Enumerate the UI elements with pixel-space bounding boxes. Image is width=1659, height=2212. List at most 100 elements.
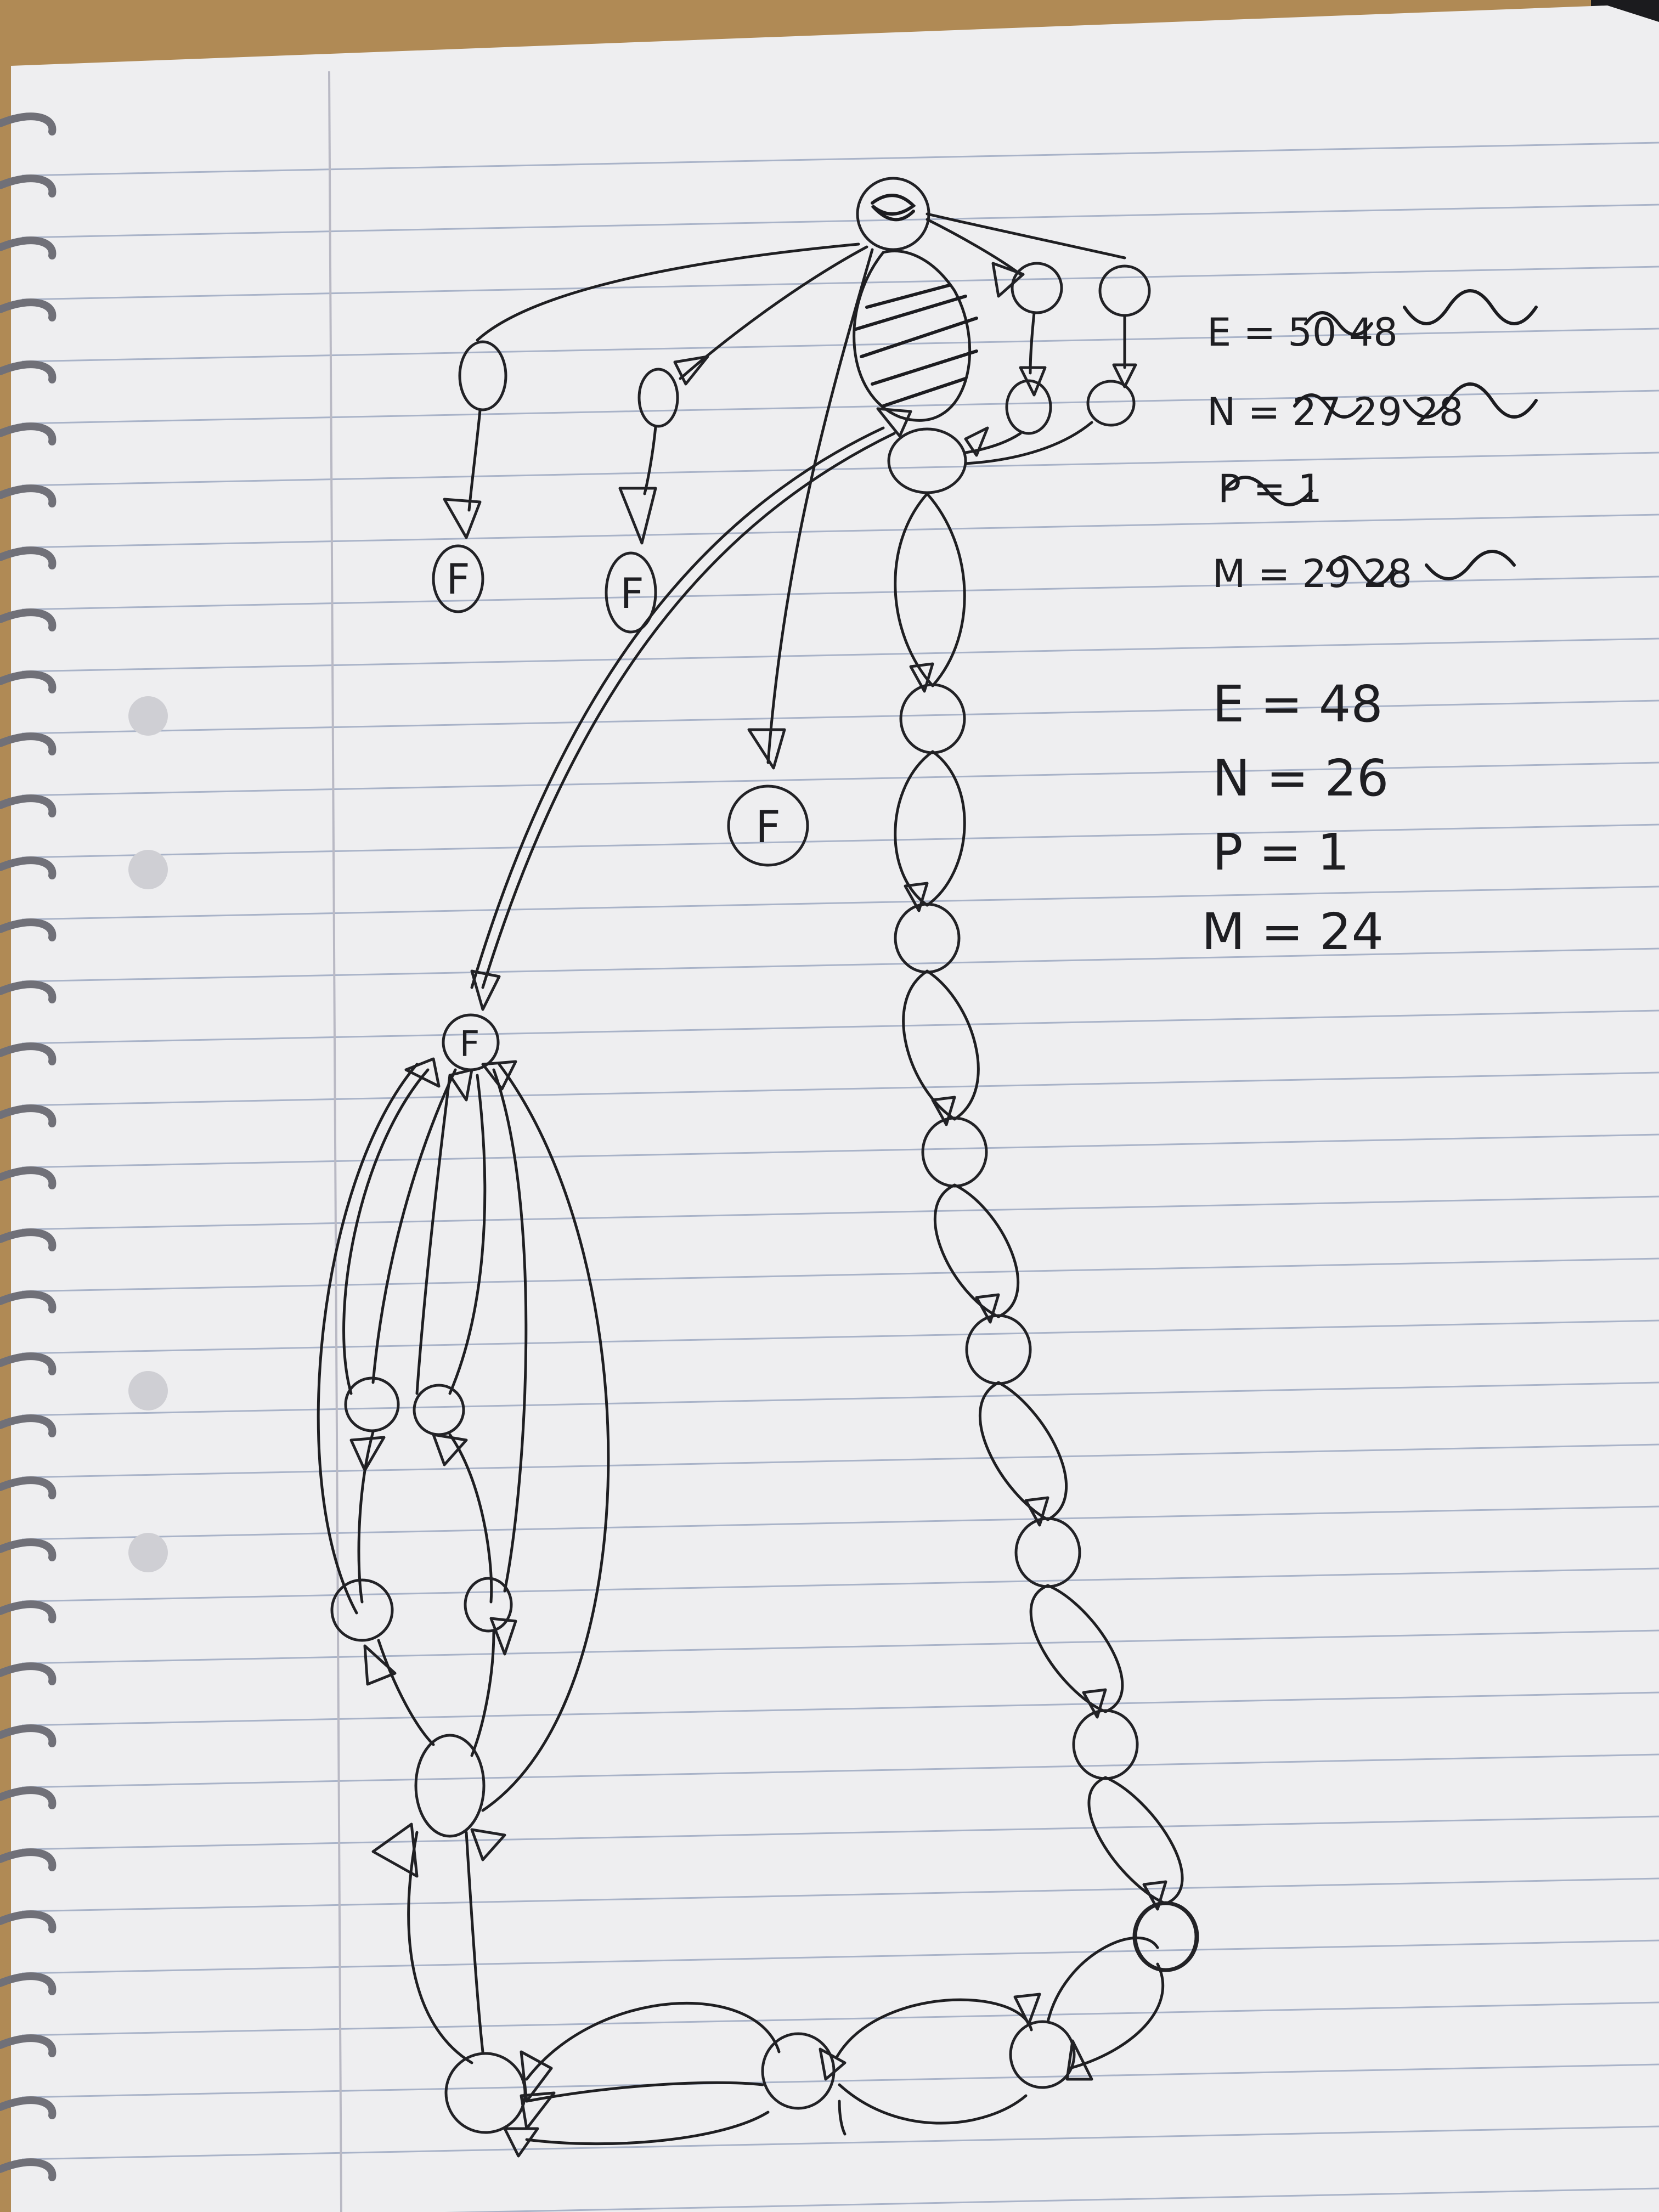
ruled-line — [21, 452, 1659, 487]
loop-edge — [953, 1183, 1020, 1318]
ruled-line — [21, 2063, 1659, 2098]
arrow-head — [481, 1060, 517, 1091]
spiral-coil — [0, 1600, 57, 1623]
arrow-head — [904, 882, 929, 912]
node-label: F — [460, 1024, 480, 1065]
node-label: F — [446, 555, 470, 603]
ruled-line — [21, 1071, 1659, 1107]
ruled-line — [21, 390, 1659, 425]
loop-edge — [894, 492, 934, 687]
node — [637, 368, 679, 428]
margin-line — [328, 71, 342, 2212]
ruled-lines — [21, 142, 1659, 2212]
edge — [926, 212, 1126, 259]
edge — [467, 409, 482, 512]
node-label: F — [755, 802, 781, 853]
arrow-head — [1142, 1880, 1167, 1911]
arrow-head — [618, 487, 657, 545]
spiral-coil — [0, 1662, 57, 1685]
spiral-coil — [0, 1972, 57, 1995]
arrow-head — [470, 969, 501, 1011]
ruled-line — [21, 328, 1659, 363]
node — [1134, 1902, 1198, 1971]
spiral-coil — [0, 2034, 57, 2057]
edge — [481, 1063, 610, 1812]
arrow-head — [975, 1293, 1000, 1324]
spiral-coil — [0, 670, 57, 693]
spiral-coil — [0, 546, 57, 569]
spiral-coil — [0, 1104, 57, 1127]
node-label: F — [620, 569, 644, 618]
edge — [835, 1998, 1033, 2059]
ruled-line — [21, 266, 1659, 301]
ruled-line — [21, 1815, 1659, 1850]
spiral-coil — [0, 918, 57, 941]
loop-edge — [926, 969, 980, 1121]
edge — [407, 1831, 473, 2064]
spiral-coil — [0, 1910, 57, 1933]
spiral-coil — [0, 112, 57, 136]
ruled-line — [21, 1009, 1659, 1045]
arrow-head — [747, 728, 786, 770]
punch-hole — [128, 850, 168, 889]
edge — [525, 2081, 764, 2103]
node — [414, 1734, 486, 1838]
edge — [317, 1063, 419, 1615]
ruled-line — [21, 1319, 1659, 1355]
node — [1086, 380, 1136, 427]
loop-edge — [902, 969, 956, 1121]
spiral-coil — [0, 1290, 57, 1313]
graph-drawing — [317, 177, 1199, 2158]
arrow-head — [1112, 363, 1137, 388]
punch-hole — [128, 1533, 168, 1572]
spiral-coil — [0, 608, 57, 631]
spiral-coil — [0, 2096, 57, 2119]
arrow-head — [448, 1068, 473, 1102]
arrow-head — [1013, 1993, 1041, 2026]
arrow-head — [432, 1433, 468, 1466]
ruled-line — [21, 885, 1659, 921]
edge — [415, 1074, 452, 1395]
arrow-head — [931, 1096, 956, 1126]
spiral-coil — [0, 1724, 57, 1747]
loop-edge — [1046, 1584, 1124, 1713]
edge — [525, 2001, 781, 2081]
ruled-line — [21, 1443, 1659, 1479]
loop-edge — [894, 750, 934, 907]
crossed-out-region — [853, 250, 971, 422]
arrow-head — [1024, 1496, 1049, 1527]
node — [344, 1376, 400, 1432]
entry-node-scribble — [871, 194, 916, 222]
ruled-line — [21, 1877, 1659, 1912]
edge — [766, 248, 874, 764]
final-node — [727, 785, 809, 867]
spiral-coil — [0, 794, 57, 817]
edge — [1046, 1937, 1159, 2023]
ruled-line — [21, 1691, 1659, 1726]
loop-edge — [1104, 1776, 1184, 1905]
spiral-binding — [0, 112, 57, 2181]
edge — [1068, 1962, 1165, 2070]
ruled-line — [21, 1505, 1659, 1541]
node — [458, 340, 507, 411]
spiral-coil — [0, 856, 57, 879]
edge — [448, 1433, 493, 1604]
node — [464, 1577, 513, 1633]
spiral-coil — [0, 236, 57, 259]
ruled-line — [21, 699, 1659, 735]
edge — [465, 1831, 484, 2053]
hatch-scribble — [854, 284, 978, 408]
spiral-coil — [0, 174, 57, 198]
edge — [377, 1639, 435, 1746]
node — [1009, 2020, 1076, 2089]
metric-nodes: N = 26 — [1212, 749, 1389, 808]
loop-edge — [926, 750, 966, 907]
edge — [342, 1068, 430, 1395]
ruled-line — [21, 204, 1659, 239]
arrow-head — [363, 1644, 397, 1686]
loop-edge — [997, 1381, 1068, 1521]
arrow-head — [470, 1828, 506, 1861]
arrow-head — [1082, 1688, 1107, 1719]
edge — [357, 1430, 375, 1604]
crossed-out-notes: E = 50 48 N = 27 29 28 P = 1 M = 29 28 — [1207, 289, 1538, 596]
